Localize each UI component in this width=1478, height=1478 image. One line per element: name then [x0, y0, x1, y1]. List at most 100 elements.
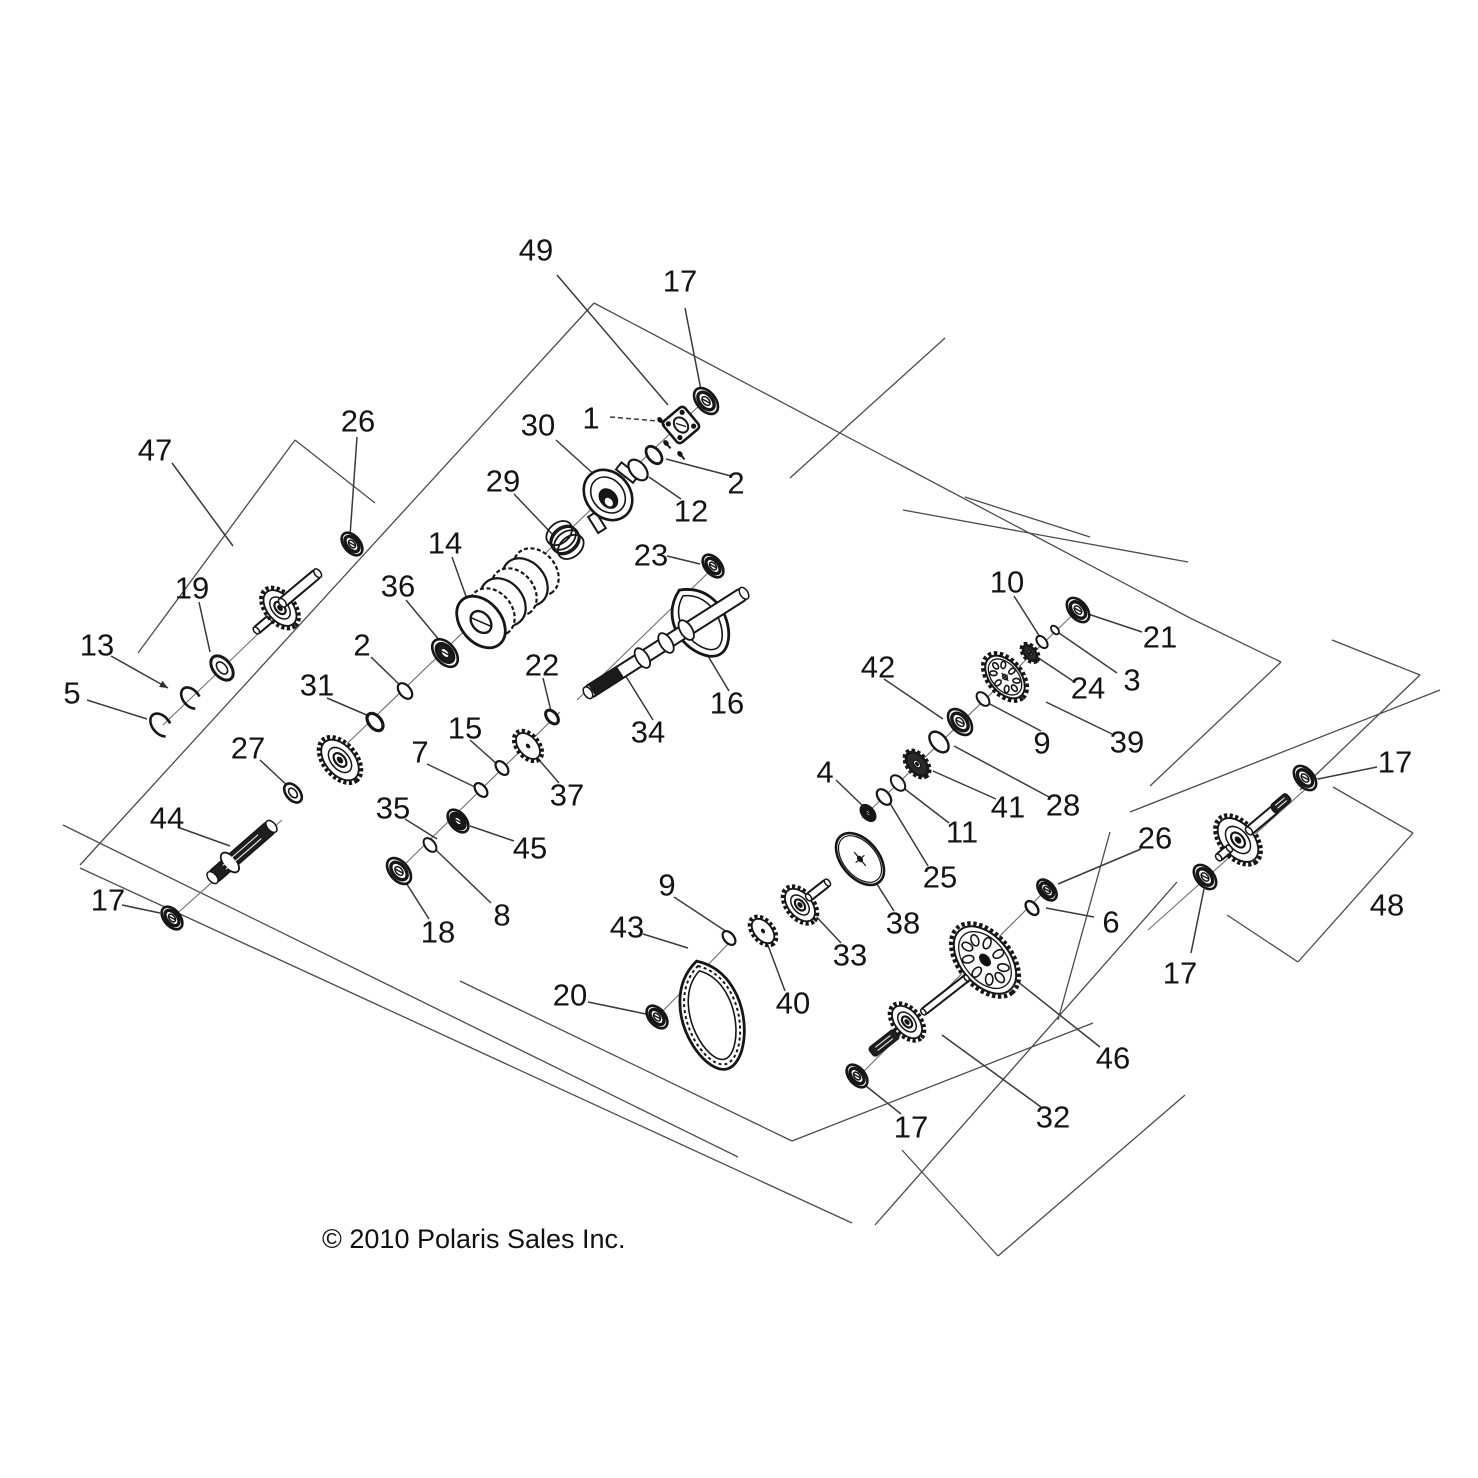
part-label-27: 27 [231, 731, 265, 766]
leader-line [1317, 766, 1378, 780]
leader-line [370, 656, 403, 688]
chain-43 [678, 959, 746, 1071]
leader-line [405, 599, 441, 642]
o-ring-2-top [644, 444, 664, 466]
part-label-17: 17 [663, 264, 697, 299]
leader-line [1013, 595, 1041, 638]
washer-6 [1024, 899, 1040, 917]
part-label-2: 2 [353, 628, 370, 663]
washer-31 [365, 711, 385, 733]
part-label-29: 29 [486, 464, 520, 499]
part-label-31: 31 [300, 668, 334, 703]
o-ring-12 [627, 458, 649, 482]
frame-line [964, 496, 1091, 538]
shaft-47 [277, 568, 323, 608]
gear-27 [316, 735, 364, 785]
part-label-19: 19 [175, 571, 209, 606]
leader-line [887, 799, 929, 867]
bearing-17-bottom [845, 1063, 869, 1089]
part-label-4: 4 [816, 755, 833, 790]
part-label-49: 49 [519, 233, 553, 268]
screw [657, 417, 666, 427]
frame-line [1332, 786, 1414, 834]
leader-line [765, 939, 786, 992]
part-label-40: 40 [776, 986, 810, 1021]
gear-38 [834, 831, 886, 887]
part-label-17: 17 [1163, 956, 1197, 991]
part-label-28: 28 [1046, 788, 1080, 823]
part-label-30: 30 [521, 408, 555, 443]
part-label-32: 32 [1036, 1100, 1070, 1135]
part-label-20: 20 [553, 978, 587, 1013]
bearing-20 [645, 1004, 669, 1030]
part-label-2: 2 [727, 466, 744, 501]
leader-line [121, 904, 161, 914]
part-label-5: 5 [63, 676, 80, 711]
frame-line [62, 824, 739, 1158]
washer-9-chain [721, 929, 737, 947]
gear-33-hub [804, 878, 832, 902]
frame-line [902, 509, 1189, 563]
gear-37 [511, 728, 545, 764]
frame-line [791, 1022, 1094, 1142]
frame-line [79, 867, 853, 1224]
part-label-36: 36 [381, 569, 415, 604]
frame-line [79, 302, 595, 866]
leader-line [621, 669, 654, 721]
leader-line [404, 818, 438, 840]
part-label-16: 16 [710, 686, 744, 721]
part-label-45: 45 [513, 831, 547, 866]
bushing-27 [282, 782, 304, 804]
washer-25 [875, 788, 893, 806]
part-label-14: 14 [428, 526, 462, 561]
bearing-17-top [692, 386, 720, 416]
part-label-15: 15 [448, 711, 482, 746]
part-label-34: 34 [631, 715, 665, 750]
part-label-33: 33 [833, 938, 867, 973]
part-label-9: 9 [658, 868, 675, 903]
part-label-8: 8 [493, 898, 510, 933]
bushing-45 [446, 808, 470, 834]
gear-33 [780, 884, 820, 926]
leader-line [684, 307, 702, 391]
bearing-17-right [1292, 764, 1318, 792]
leader-line [987, 702, 1042, 732]
part-label-46: 46 [1096, 1041, 1130, 1076]
shaft-34 [582, 586, 750, 700]
part-label-37: 37 [550, 778, 584, 813]
bearing-26-left [340, 531, 364, 557]
part-label-39: 39 [1110, 725, 1144, 760]
frame-line [874, 881, 1178, 1226]
bearing-21 [1065, 596, 1091, 624]
washer-19 [209, 654, 235, 682]
ring-8 [422, 837, 438, 853]
cover-30 [582, 460, 640, 535]
part-label-25: 25 [923, 860, 957, 895]
leader-line [435, 849, 492, 904]
leader-line [451, 556, 469, 603]
frame-line [1226, 914, 1299, 963]
part-label-18: 18 [421, 915, 455, 950]
washer-10 [1035, 634, 1049, 650]
part-label-26: 26 [1138, 821, 1172, 856]
sprocket-39 [980, 651, 1030, 703]
leader-line [666, 555, 701, 565]
copyright-text: © 2010 Polaris Sales Inc. [322, 1224, 626, 1254]
part-label-21: 21 [1143, 620, 1177, 655]
gear-32 [887, 1001, 927, 1043]
leader-line [542, 677, 552, 712]
part-label-13: 13 [80, 628, 114, 663]
leader-line [198, 601, 211, 653]
snap-ring-5 [149, 712, 173, 738]
leader-line [179, 827, 231, 847]
o-ring-2-left [396, 682, 414, 700]
part-label-12: 12 [674, 494, 708, 529]
leader-line [811, 911, 842, 944]
part-label-11: 11 [946, 815, 978, 850]
frame-line [997, 1094, 1186, 1257]
leader-line [1190, 888, 1205, 954]
gear-40 [747, 914, 779, 948]
bearing-4 [859, 803, 877, 823]
leader-line [469, 739, 499, 766]
shaft-32 [919, 974, 971, 1016]
